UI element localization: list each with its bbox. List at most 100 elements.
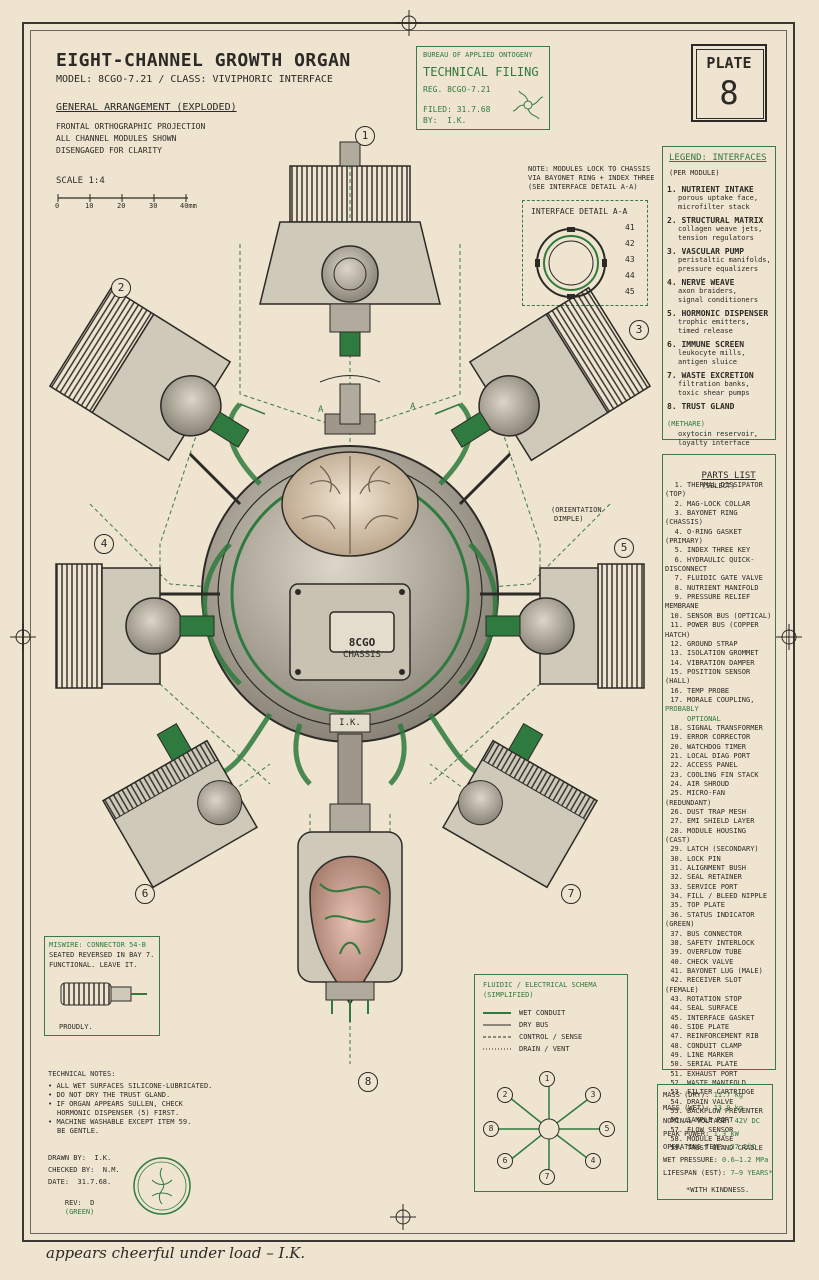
parts-row: 57.FLOW SENSOR bbox=[665, 1126, 775, 1135]
tech-note-line: • ALL WET SURFACES SILICONE-LUBRICATED. bbox=[48, 1082, 213, 1090]
callout-module-3: 3 bbox=[629, 320, 649, 340]
parts-row-number: 47. bbox=[670, 1032, 683, 1041]
legend-box: LEGEND: INTERFACES (PER MODULE) 1. NUTRI… bbox=[662, 146, 776, 447]
parts-row-label: MODULE HOUSING (CAST) bbox=[665, 826, 747, 845]
parts-row: 20.WATCHDOG TIMER bbox=[665, 743, 775, 752]
parts-row: 53.FILTER CARTRIDGE bbox=[665, 1088, 775, 1097]
parts-row-label: TOP PLATE bbox=[687, 901, 725, 910]
parts-row-number: 20. bbox=[670, 742, 683, 751]
filing-by: BY: I.K. bbox=[423, 116, 467, 125]
bureau-seal-icon bbox=[512, 90, 544, 120]
parts-row-number: 12. bbox=[670, 639, 683, 648]
tech-note-line: • MACHINE WASHABLE EXCEPT ITEM 59. bbox=[48, 1118, 192, 1126]
parts-row-label: CHECK VALVE bbox=[687, 957, 734, 966]
parts-row-number: 18. bbox=[670, 723, 683, 732]
spec-label: PEAK POWER: bbox=[663, 1130, 710, 1138]
scale-tick-20: 20 bbox=[117, 202, 126, 210]
revision-row: REV: D (GREEN) bbox=[48, 1190, 95, 1226]
drawn-by: DRAWN BY: I.K. bbox=[48, 1154, 112, 1162]
parts-row-label: POWER BUS (COPPER HATCH) bbox=[665, 621, 759, 639]
parts-row-note: PROBABLY bbox=[665, 705, 699, 714]
parts-row-label: LOCK PIN bbox=[687, 854, 721, 863]
tech-notes-title: TECHNICAL NOTES: bbox=[48, 1070, 116, 1078]
parts-row-label: BUS CONNECTOR bbox=[687, 929, 742, 938]
parts-row-label: BAYONET RING (CHASSIS) bbox=[665, 509, 738, 527]
parts-row-number: 17. bbox=[670, 695, 683, 704]
parts-row-number: 25. bbox=[670, 789, 683, 798]
parts-row: 41.BAYONET LUG (MALE) bbox=[665, 967, 775, 976]
legend-item-desc: antigen sluice bbox=[678, 358, 738, 366]
parts-row: 58.MODULE BASE bbox=[665, 1135, 775, 1144]
parts-row-number: 16. bbox=[670, 686, 683, 695]
registration-mark-right bbox=[776, 624, 802, 650]
parts-row-label: LATCH (SECONDARY) bbox=[687, 845, 759, 854]
parts-row-number: 50. bbox=[670, 1060, 683, 1069]
parts-row: 5.INDEX THREE KEY bbox=[665, 546, 775, 555]
schema-box: FLUIDIC / ELECTRICAL SCHEMA (SIMPLIFIED)… bbox=[474, 974, 628, 1192]
parts-row-label: STATUS INDICATOR (GREEN) bbox=[665, 910, 755, 929]
legend-subtitle: (PER MODULE) bbox=[669, 169, 720, 177]
legend-item-desc: timed release bbox=[678, 327, 733, 335]
parts-row-number: 44. bbox=[670, 1004, 683, 1013]
schema-node-1: 1 bbox=[539, 1071, 555, 1087]
projection-line-3: DISENGAGED FOR CLARITY bbox=[56, 146, 162, 155]
section-mark-right: A bbox=[410, 402, 416, 412]
checked-by: CHECKED BY: N.M. bbox=[48, 1166, 120, 1174]
legend-item: 8. TRUST GLAND(METHARE)oxytocin reservoi… bbox=[667, 402, 775, 448]
parts-row: 56.SAMPLE PORT bbox=[665, 1116, 775, 1125]
parts-list: 1.THERMAL DISSIPATOR (TOP)2.MAG-LOCK COL… bbox=[665, 481, 775, 1154]
parts-row-number: 38. bbox=[670, 938, 683, 947]
parts-row-label: AIR SHROUD bbox=[687, 780, 730, 788]
tech-note-line: HORMONIC DISPENSER (5) FIRST. bbox=[48, 1109, 278, 1118]
parts-row: 24.AIR SHROUD bbox=[665, 780, 775, 789]
parts-row-label: BACKFLOW PREVENTER bbox=[687, 1107, 763, 1116]
orientation-note-1: (ORIENTATION bbox=[551, 506, 602, 514]
module-1-nutrient-intake bbox=[259, 141, 441, 357]
parts-row: 22.ACCESS PANEL bbox=[665, 761, 775, 770]
parts-row-number: 11. bbox=[670, 621, 683, 630]
parts-row-label: LINE MARKER bbox=[687, 1050, 734, 1059]
parts-row-label: FLUIDIC GATE VALVE bbox=[687, 574, 763, 583]
registration-mark-left bbox=[10, 624, 36, 650]
connector-sketch bbox=[60, 982, 147, 1006]
parts-row-number: 22. bbox=[670, 761, 683, 770]
spec-row: NOMINAL VOLTAGE: 42V DC bbox=[663, 1117, 773, 1126]
parts-row: 2.MAG-LOCK COLLAR bbox=[665, 500, 775, 509]
parts-row: 59.TRUST GLAND CRADLE bbox=[665, 1144, 775, 1153]
chassis-label-bottom: CHASSIS bbox=[343, 650, 381, 660]
parts-row: 26.DUST TRAP MESH bbox=[665, 808, 775, 817]
parts-row: 13.ISOLATION GROMMET bbox=[665, 649, 775, 658]
parts-row-label: INDEX THREE KEY bbox=[687, 546, 751, 555]
parts-row-label: REINFORCEMENT RIB bbox=[687, 1032, 759, 1041]
parts-row: 15.POSITION SENSOR (HALL) bbox=[665, 668, 775, 687]
organ-seal-icon bbox=[133, 1157, 191, 1215]
module-2-structural-matrix bbox=[48, 286, 250, 462]
lock-note-3: (SEE INTERFACE DETAIL A-A) bbox=[528, 183, 638, 191]
parts-row: 33.SERVICE PORT bbox=[665, 883, 775, 892]
parts-row-number: 26. bbox=[670, 808, 683, 817]
legend-item-desc: microfilter stack bbox=[678, 203, 750, 211]
parts-row-label: VIBRATION DAMPER bbox=[687, 658, 755, 667]
parts-row-label: FLOW SENSOR bbox=[687, 1125, 734, 1134]
parts-row-label: EMI SHIELD LAYER bbox=[687, 817, 755, 826]
parts-row-label: BAYONET LUG (MALE) bbox=[687, 966, 763, 975]
spec-value: 42V DC bbox=[734, 1117, 760, 1125]
legend-item-title: 2. STRUCTURAL MATRIX bbox=[667, 216, 764, 225]
spec-value: 37.2°C bbox=[730, 1143, 756, 1151]
tech-note-text: HORMONIC DISPENSER (5) FIRST. bbox=[57, 1109, 180, 1117]
parts-row-number: 13. bbox=[670, 649, 683, 658]
legend-item-desc: peristaltic manifolds, bbox=[678, 256, 771, 264]
module-8-trust-gland bbox=[297, 803, 403, 1022]
schema-node-8: 8 bbox=[483, 1121, 499, 1137]
parts-row-number: 27. bbox=[670, 817, 683, 826]
parts-row: 18.SIGNAL TRANSFORMER bbox=[665, 724, 775, 733]
legend-item-title: 6. IMMUNE SCREEN bbox=[667, 340, 745, 349]
parts-row-number: 56. bbox=[670, 1116, 683, 1125]
parts-row-label: SENSOR BUS (OPTICAL) bbox=[687, 611, 772, 620]
scale-tick-10: 10 bbox=[85, 202, 94, 210]
module-5-hormonic-dispenser bbox=[485, 563, 645, 689]
